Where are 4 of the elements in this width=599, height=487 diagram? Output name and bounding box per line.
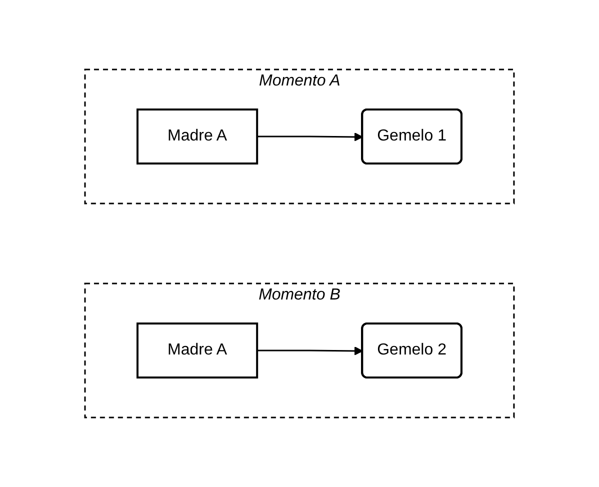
arrow	[257, 346, 363, 356]
node-box: Madre A	[136, 322, 258, 378]
node-box: Madre A	[136, 108, 258, 164]
arrow	[257, 132, 363, 142]
